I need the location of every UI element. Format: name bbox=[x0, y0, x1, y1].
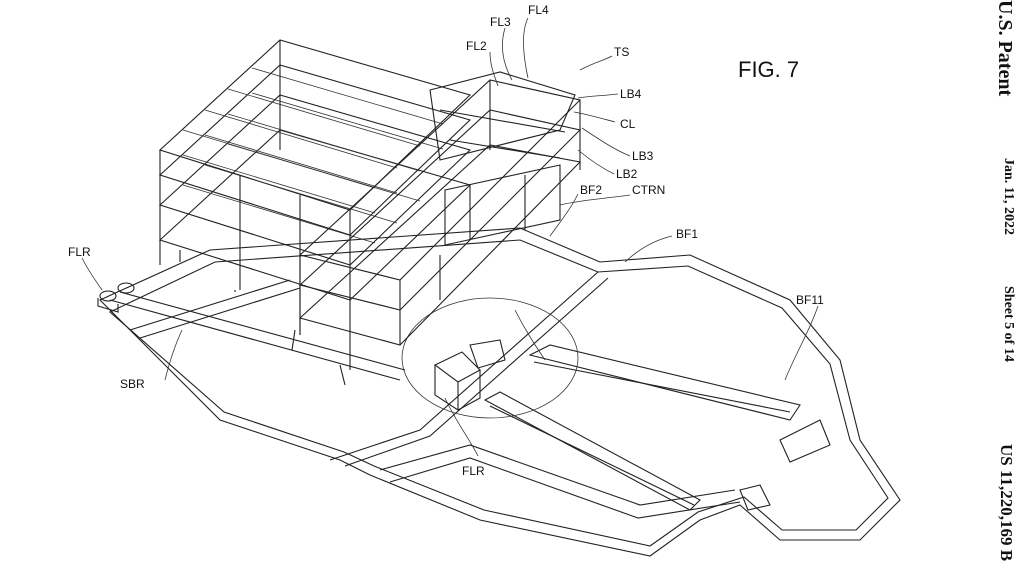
leader-lines bbox=[81, 17, 819, 457]
label-ts: TS bbox=[614, 45, 629, 59]
left-node bbox=[97, 282, 135, 313]
patent-date: Jan. 11, 2022 bbox=[1001, 158, 1016, 236]
label-flr-bottom: FLR bbox=[462, 464, 485, 478]
label-flr-top: FLR bbox=[68, 245, 91, 259]
label-lb2: LB2 bbox=[616, 167, 638, 181]
base-frame-outline bbox=[99, 227, 901, 557]
patent-number: US 11,220,169 B bbox=[997, 444, 1016, 562]
patent-type-header: U.S. Patent bbox=[994, 0, 1016, 97]
label-bf1: BF1 bbox=[676, 227, 698, 241]
label-fl4: FL4 bbox=[528, 3, 549, 17]
rack-structure bbox=[158, 39, 582, 386]
label-bf2: BF2 bbox=[580, 183, 602, 197]
figure-label: FIG. 7 bbox=[738, 57, 799, 82]
side-brace bbox=[109, 279, 406, 381]
label-fl2: FL2 bbox=[466, 39, 487, 53]
label-sbr: SBR bbox=[120, 377, 145, 391]
label-lb4: LB4 bbox=[620, 87, 642, 101]
label-lb3: LB3 bbox=[632, 149, 654, 163]
inner-rails bbox=[483, 344, 831, 511]
sheet-number: Sheet 5 of 14 bbox=[1001, 286, 1016, 362]
center-node bbox=[433, 339, 506, 412]
label-ctrn: CTRN bbox=[632, 183, 665, 197]
label-bf11: BF11 bbox=[796, 293, 824, 307]
label-cl: CL bbox=[620, 117, 636, 131]
center-detail-circle bbox=[401, 297, 579, 419]
label-fl3: FL3 bbox=[490, 15, 511, 29]
